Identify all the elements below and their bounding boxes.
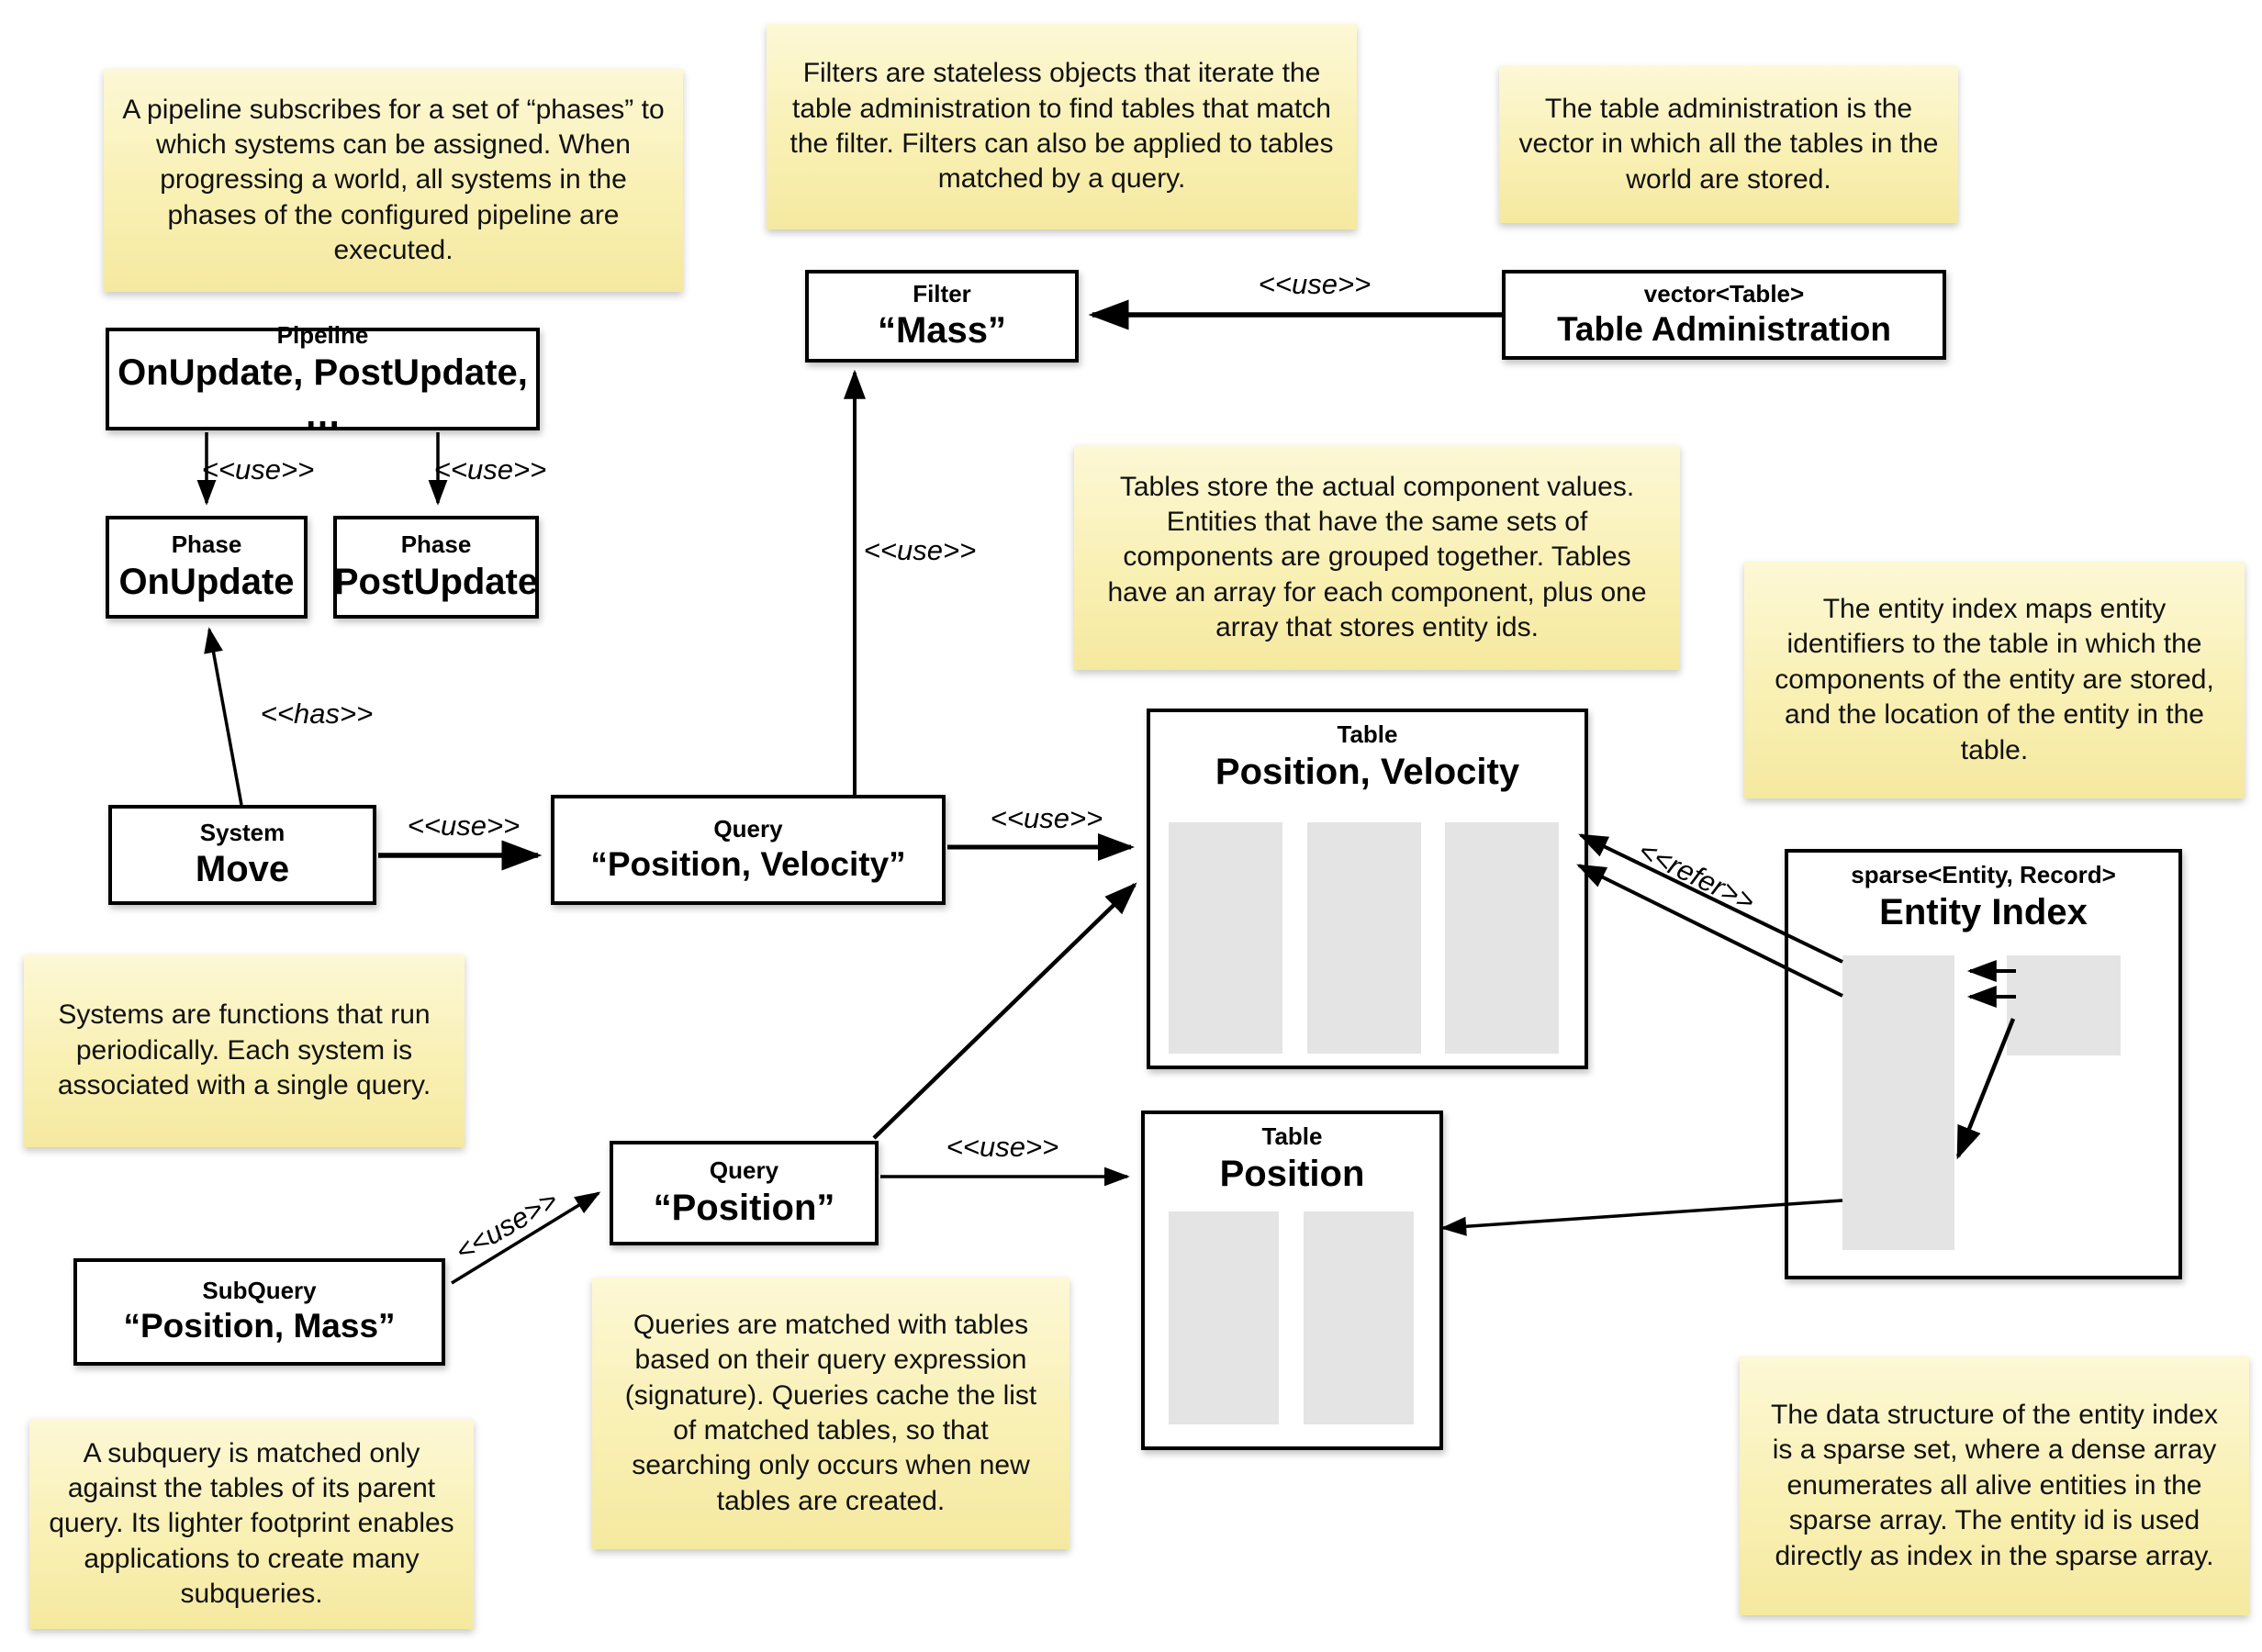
component-array	[1169, 822, 1282, 1054]
box-filter-mass: Filter “Mass”	[805, 270, 1079, 363]
box-kind: SubQuery	[202, 1277, 317, 1305]
note-pipeline: A pipeline subscribes for a set of “phas…	[104, 69, 683, 292]
box-kind: sparse<Entity, Record>	[1851, 861, 2116, 888]
edge-label-use: <<use>>	[1258, 268, 1372, 300]
note-queries: Queries are matched with tables based on…	[592, 1278, 1069, 1549]
box-title: Table Administration	[1557, 309, 1891, 348]
box-kind: Pipeline	[276, 321, 369, 350]
box-title: “Mass”	[877, 310, 1007, 352]
edge-label-use: <<use>>	[990, 802, 1103, 834]
sparse-array	[1842, 955, 1954, 1250]
box-title: “Position”	[653, 1187, 835, 1228]
note-entity-index: The entity index maps entity identifiers…	[1744, 562, 2245, 798]
box-title: Move	[195, 849, 290, 890]
box-title: OnUpdate, PostUpdate, …	[118, 352, 528, 435]
box-title: “Position, Velocity”	[590, 844, 906, 883]
box-kind: Table	[1261, 1122, 1323, 1150]
box-kind: Table	[1337, 720, 1398, 748]
note-table-administration: The table administration is the vector i…	[1499, 66, 1958, 223]
note-sparse-set: The data structure of the entity index i…	[1740, 1356, 2249, 1615]
box-title: Position	[1219, 1153, 1365, 1194]
box-kind: Phase	[171, 530, 242, 559]
box-system-move: System Move	[108, 805, 376, 905]
box-query-position-velocity: Query “Position, Velocity”	[551, 795, 946, 905]
box-table-position-velocity: Table Position, Velocity	[1147, 709, 1588, 1069]
edge-label-use: <<use>>	[449, 1183, 564, 1268]
note-systems: Systems are functions that run periodica…	[24, 954, 465, 1147]
box-kind: vector<Table>	[1643, 279, 1805, 307]
box-table-administration: vector<Table> Table Administration	[1502, 270, 1946, 360]
box-kind: Phase	[400, 530, 472, 559]
edge-label-has: <<has>>	[260, 698, 374, 730]
box-table-position: Table Position	[1141, 1111, 1443, 1450]
box-title: “Position, Mass”	[123, 1307, 396, 1345]
note-tables: Tables store the actual component values…	[1074, 445, 1680, 670]
dense-array	[2007, 955, 2121, 1055]
component-array	[1307, 822, 1421, 1054]
box-phase-onupdate: Phase OnUpdate	[106, 516, 308, 619]
box-kind: Query	[713, 814, 783, 843]
box-pipeline: Pipeline OnUpdate, PostUpdate, …	[106, 321, 540, 435]
box-kind: Filter	[913, 279, 971, 307]
note-subquery: A subquery is matched only against the t…	[29, 1419, 474, 1629]
box-title: Entity Index	[1879, 891, 2088, 932]
box-title: PostUpdate	[333, 561, 539, 602]
box-query-position: Query “Position”	[610, 1141, 879, 1245]
edge-label-use: <<use>>	[863, 534, 977, 566]
entity-id-array	[1445, 822, 1559, 1054]
edge-label-refer: <<refer>>	[1633, 833, 1761, 919]
box-kind: System	[199, 818, 286, 846]
entity-id-array	[1304, 1211, 1414, 1424]
edge-label-use: <<use>>	[407, 809, 521, 842]
component-array	[1169, 1211, 1279, 1424]
box-title: OnUpdate	[118, 561, 295, 602]
edge-label-use: <<use>>	[946, 1131, 1059, 1163]
box-subquery: SubQuery “Position, Mass”	[73, 1258, 445, 1366]
edge-label-use: <<use>>	[201, 453, 315, 486]
box-entity-index: sparse<Entity, Record> Entity Index	[1785, 849, 2182, 1279]
box-title: Position, Velocity	[1215, 751, 1520, 792]
edge-label-use: <<use>>	[433, 453, 547, 486]
box-phase-postupdate: Phase PostUpdate	[333, 516, 539, 619]
box-kind: Query	[709, 1156, 779, 1185]
note-filters: Filters are stateless objects that itera…	[767, 24, 1357, 229]
